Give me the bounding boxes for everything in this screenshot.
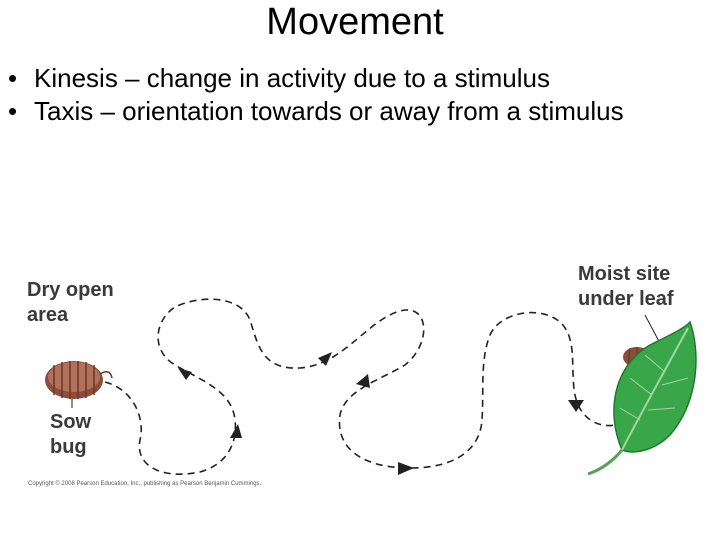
sow-bug-icon xyxy=(45,361,113,399)
direction-arrow-icon xyxy=(398,462,414,475)
bullet-taxis-text: Taxis – orientation towards or away from… xyxy=(34,96,624,126)
bullet-marker: • xyxy=(8,63,18,93)
moist-site-label: Moist site under leaf xyxy=(578,263,674,310)
bullet-taxis: • Taxis – orientation towards or away fr… xyxy=(8,95,708,128)
bullet-list: • Kinesis – change in activity due to a … xyxy=(8,62,708,128)
movement-illustration xyxy=(45,298,697,476)
leaf-icon xyxy=(587,320,697,476)
movement-path xyxy=(104,298,616,475)
direction-arrow-icon xyxy=(318,352,332,366)
bullet-kinesis-text: Kinesis – change in activity due to a st… xyxy=(34,63,550,93)
slide-title: Movement xyxy=(266,1,444,43)
direction-arrow-icon xyxy=(230,424,242,438)
direction-arrow-icon xyxy=(356,374,370,388)
sow-bug-label: Sow bug xyxy=(50,411,92,458)
sow-bug-movement-figure: Dry open area Moist site under leaf Sow … xyxy=(0,250,720,500)
copyright-notice: Copyright © 2008 Pearson Education, Inc.… xyxy=(28,481,262,487)
dry-open-area-label: Dry open area xyxy=(27,279,114,326)
bullet-kinesis: • Kinesis – change in activity due to a … xyxy=(8,62,708,95)
direction-arrow-icon xyxy=(568,400,584,412)
bullet-marker: • xyxy=(8,96,18,126)
direction-arrow-icon xyxy=(178,368,192,380)
